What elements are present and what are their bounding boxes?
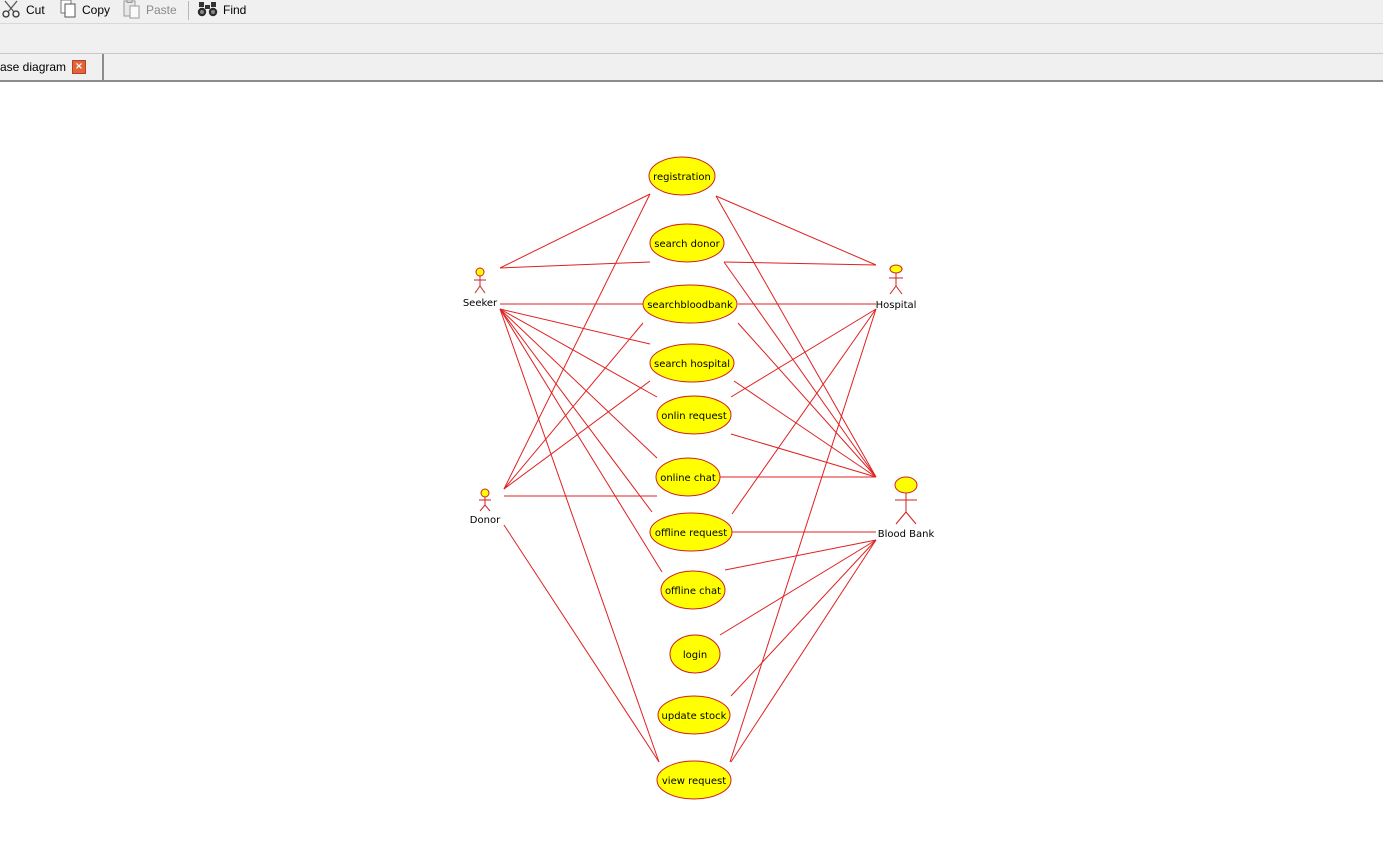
use-case-label: searchbloodbank xyxy=(647,300,733,311)
use-case-label: view request xyxy=(662,776,726,787)
association-line[interactable] xyxy=(719,539,877,636)
diagram-canvas[interactable]: Seeker Donor Hospital xyxy=(0,82,1383,862)
use-case-label: offline request xyxy=(655,528,727,539)
association-line[interactable] xyxy=(499,308,658,459)
use-case-onlin-request[interactable]: onlin request xyxy=(656,395,732,435)
use-case-offline-chat[interactable]: offline chat xyxy=(660,570,726,610)
association-line[interactable] xyxy=(499,308,653,513)
paste-icon xyxy=(122,0,142,22)
actor-label: Hospital xyxy=(876,300,917,311)
secondary-toolbar xyxy=(0,24,1383,54)
association-line[interactable] xyxy=(723,261,877,478)
association-line[interactable] xyxy=(503,524,660,763)
association-line[interactable] xyxy=(729,308,877,763)
association-line[interactable] xyxy=(733,380,877,478)
use-case-label: offline chat xyxy=(665,586,721,597)
association-line[interactable] xyxy=(499,261,651,269)
find-button[interactable]: Find xyxy=(197,0,246,20)
copy-button[interactable]: Copy xyxy=(60,0,110,20)
stick-figure-icon xyxy=(479,488,491,512)
main-toolbar: Cut Copy Paste xyxy=(0,0,1383,24)
paste-button[interactable]: Paste xyxy=(122,0,177,20)
toolbar-divider xyxy=(188,1,189,20)
association-line[interactable] xyxy=(730,308,877,398)
use-case-label: onlin request xyxy=(661,411,727,422)
actor-label: Seeker xyxy=(463,298,498,309)
actor-label: Blood Bank xyxy=(878,529,935,540)
stick-figure-icon xyxy=(894,476,918,525)
association-line[interactable] xyxy=(499,308,663,573)
association-line[interactable] xyxy=(731,308,877,515)
binoculars-icon xyxy=(197,1,219,20)
stick-figure-icon xyxy=(474,267,486,294)
association-line[interactable] xyxy=(730,539,877,697)
tab-label: ase diagram xyxy=(0,60,67,74)
use-case-offline-request[interactable]: offline request xyxy=(649,512,733,552)
use-case-update-stock[interactable]: update stock xyxy=(657,695,731,735)
association-line[interactable] xyxy=(715,195,877,266)
use-case-login[interactable]: login xyxy=(669,634,721,674)
association-line[interactable] xyxy=(730,539,877,763)
association-lines xyxy=(499,193,877,763)
association-line[interactable] xyxy=(715,195,877,478)
association-line[interactable] xyxy=(499,308,658,398)
actor-label: Donor xyxy=(470,515,501,526)
association-line[interactable] xyxy=(724,539,877,571)
use-case-registration[interactable]: registration xyxy=(648,156,716,196)
association-line[interactable] xyxy=(499,193,651,269)
use-case-diagram: Seeker Donor Hospital xyxy=(463,156,935,800)
association-line[interactable] xyxy=(503,380,651,490)
use-case-search-donor[interactable]: search donor xyxy=(649,223,725,263)
association-line[interactable] xyxy=(499,308,660,763)
cut-button[interactable]: Cut xyxy=(2,0,45,20)
copy-icon xyxy=(60,0,78,22)
association-line[interactable] xyxy=(723,261,877,266)
actor-seeker[interactable]: Seeker xyxy=(463,267,498,309)
use-case-label: search hospital xyxy=(654,359,730,370)
association-line[interactable] xyxy=(499,308,651,345)
stick-figure-icon xyxy=(889,264,903,295)
actor-blood-bank[interactable]: Blood Bank xyxy=(878,476,935,540)
use-case-online-chat[interactable]: online chat xyxy=(655,457,721,497)
use-case-searchbloodbank[interactable]: searchbloodbank xyxy=(642,284,738,324)
tab-bar: ase diagram × xyxy=(0,54,1383,82)
association-line[interactable] xyxy=(730,433,877,478)
use-case-label: registration xyxy=(653,172,711,183)
use-case-label: search donor xyxy=(654,239,720,250)
paste-label: Paste xyxy=(146,3,177,17)
use-case-label: login xyxy=(683,650,707,661)
copy-label: Copy xyxy=(82,3,111,17)
use-case-search-hospital[interactable]: search hospital xyxy=(649,343,735,383)
association-line[interactable] xyxy=(503,193,651,490)
scissors-icon xyxy=(2,0,22,21)
actor-hospital[interactable]: Hospital xyxy=(876,264,917,311)
close-icon[interactable]: × xyxy=(72,60,86,74)
cut-label: Cut xyxy=(26,3,45,17)
find-label: Find xyxy=(223,3,247,17)
actor-donor[interactable]: Donor xyxy=(470,488,501,526)
tab-use-case-diagram[interactable]: ase diagram × xyxy=(0,54,104,80)
use-case-view-request[interactable]: view request xyxy=(656,760,732,800)
use-case-label: update stock xyxy=(662,711,727,722)
association-line[interactable] xyxy=(737,322,877,478)
use-case-label: online chat xyxy=(660,473,716,484)
association-line[interactable] xyxy=(503,322,644,490)
